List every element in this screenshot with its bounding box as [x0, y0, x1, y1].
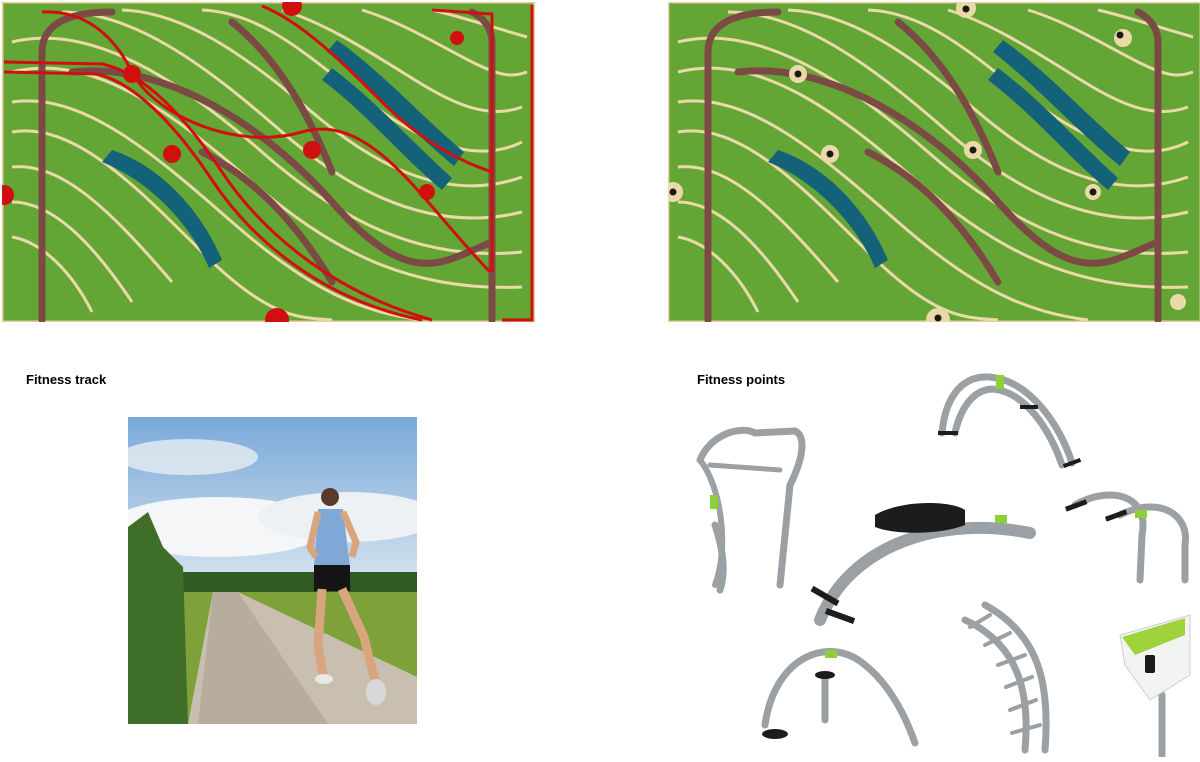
equipment-dark-parts	[762, 405, 1128, 739]
benches	[102, 40, 464, 268]
twister-icon	[761, 648, 919, 747]
runner-photo-drawing	[128, 417, 417, 724]
info-sign-panel	[1119, 614, 1191, 701]
runner-photo	[128, 417, 417, 724]
site-plan-fitness-points-drawing	[668, 2, 1200, 322]
arch-ladder-icon	[938, 373, 1076, 469]
benches	[768, 40, 1130, 268]
equipment-accents	[710, 375, 1147, 658]
fitness-track-stations	[2, 2, 464, 322]
dark-paths	[704, 8, 1162, 322]
sit-up-bench-icon	[814, 521, 1036, 626]
runner-figure	[306, 488, 386, 705]
site-plan-fitness-points	[668, 2, 1200, 322]
climbing-ladder-icon	[961, 601, 1050, 754]
site-plan-fitness-track	[2, 2, 535, 322]
fitness-equipment-drawing	[696, 373, 1191, 759]
fitness-points-label: Fitness points	[697, 372, 786, 387]
fitness-track-outline	[3, 4, 534, 322]
pullup-bar-icon	[696, 426, 806, 594]
fitness-track-label: Fitness track	[26, 372, 107, 387]
fitness-points	[668, 2, 1186, 322]
fitness-equipment-collage	[680, 365, 1200, 759]
site-plan-fitness-track-drawing	[2, 2, 535, 322]
parallel-bars-icon	[1071, 491, 1190, 584]
dark-paths	[38, 8, 496, 322]
